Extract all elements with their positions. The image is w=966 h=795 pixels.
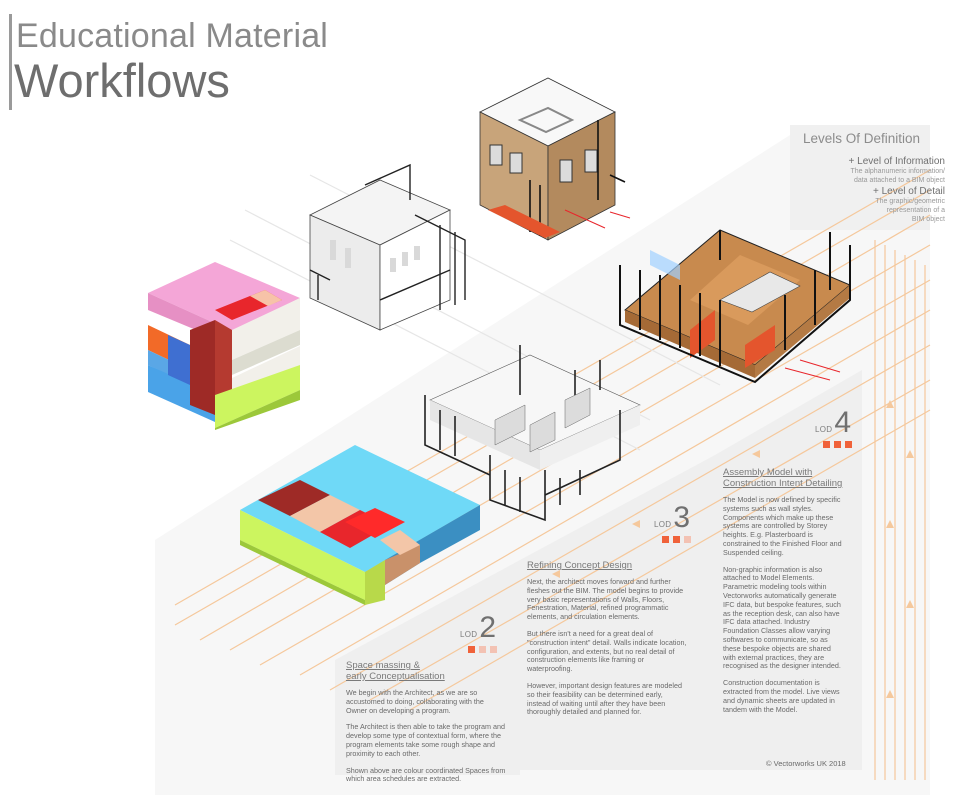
lod-square xyxy=(823,441,830,448)
lod-badge-label: LOD xyxy=(460,630,478,639)
lod-badge-4: LOD4 xyxy=(815,408,851,438)
page-title: Workflows xyxy=(14,54,230,107)
copyright-footer: © Vectorworks UK 2018 xyxy=(766,759,846,768)
lod-square xyxy=(834,441,841,448)
legend-title: Levels Of Definition xyxy=(803,131,921,146)
lod-square xyxy=(673,536,680,543)
legend-item-desc-line: data attached to a BIM object xyxy=(853,177,945,184)
panel-space-massing: Space massing &early Conceptualisation W… xyxy=(346,660,506,792)
lod-square xyxy=(479,646,486,653)
legend-item-name: + Level of Information xyxy=(848,156,945,167)
panel-title-line: Refining Concept Design xyxy=(527,560,633,571)
panel-paragraph: Non-graphic information is also attached… xyxy=(723,564,841,671)
panel-paragraph: But there isn't a need for a great deal … xyxy=(527,628,687,674)
panel-title-line: Space massing & xyxy=(346,660,420,671)
panel-paragraph: However, important design features are m… xyxy=(527,680,683,717)
lod-square xyxy=(468,646,475,653)
concept-building-white xyxy=(309,163,466,331)
detailed-brick-building xyxy=(479,77,631,241)
lod-badge-label: LOD xyxy=(815,425,833,434)
lod-square xyxy=(490,646,497,653)
panel-paragraph: The Architect is then able to take the p… xyxy=(346,722,506,758)
panel-paragraph: Construction documentation is extracted … xyxy=(723,678,840,714)
legend-item-detail: + Level of Detail The graphic/geometric … xyxy=(873,186,945,224)
legend-item-desc-line: The graphic/geometric xyxy=(875,198,945,205)
panel-title: Space massing &early Conceptualisation xyxy=(346,660,506,682)
legend-item-desc-line: representation of a xyxy=(886,207,945,214)
legend-item-information: + Level of Information The alphanumeric … xyxy=(849,156,945,185)
panel-title: Refining Concept Design xyxy=(527,560,687,571)
panel-paragraph: Next, the architect moves forward and fu… xyxy=(527,577,684,622)
panel-paragraph: Shown above are colour coordinated Space… xyxy=(346,765,506,784)
panel-refining-concept: Refining Concept Design Next, the archit… xyxy=(527,560,687,725)
lod-badge-number: 4 xyxy=(834,406,852,439)
massing-model-small xyxy=(148,262,300,430)
lod-badge-2: LOD2 xyxy=(460,613,496,643)
concept-wall-model xyxy=(424,345,641,522)
lod-badge-number: 2 xyxy=(479,611,497,644)
lod-badge-number: 3 xyxy=(673,501,691,534)
panel-paragraph: The Model is now defined by specific sys… xyxy=(723,495,842,557)
legend-item-desc-line: The alphanumeric information/ xyxy=(850,168,945,175)
panel-title-line: Assembly Model with xyxy=(723,467,813,478)
massing-model-large xyxy=(240,445,480,605)
lod-square xyxy=(845,441,852,448)
lod-badge-label: LOD xyxy=(654,520,672,529)
track-arrows xyxy=(552,400,914,698)
panel-paragraph: We begin with the Architect, as we are s… xyxy=(346,688,484,715)
lod-square xyxy=(662,536,669,543)
panel-title-line: Construction Intent Detailing xyxy=(723,478,843,489)
lod-square xyxy=(684,536,691,543)
assembly-interior-model xyxy=(619,229,851,384)
panel-title-line: early Conceptualisation xyxy=(346,671,445,682)
header-accent-bar xyxy=(9,14,12,110)
legend-item-desc-line: BIM object xyxy=(911,216,945,223)
legend-item-name: + Level of Detail xyxy=(873,186,945,197)
page-subtitle: Educational Material xyxy=(16,17,329,55)
lod-badge-3: LOD3 xyxy=(654,503,690,533)
